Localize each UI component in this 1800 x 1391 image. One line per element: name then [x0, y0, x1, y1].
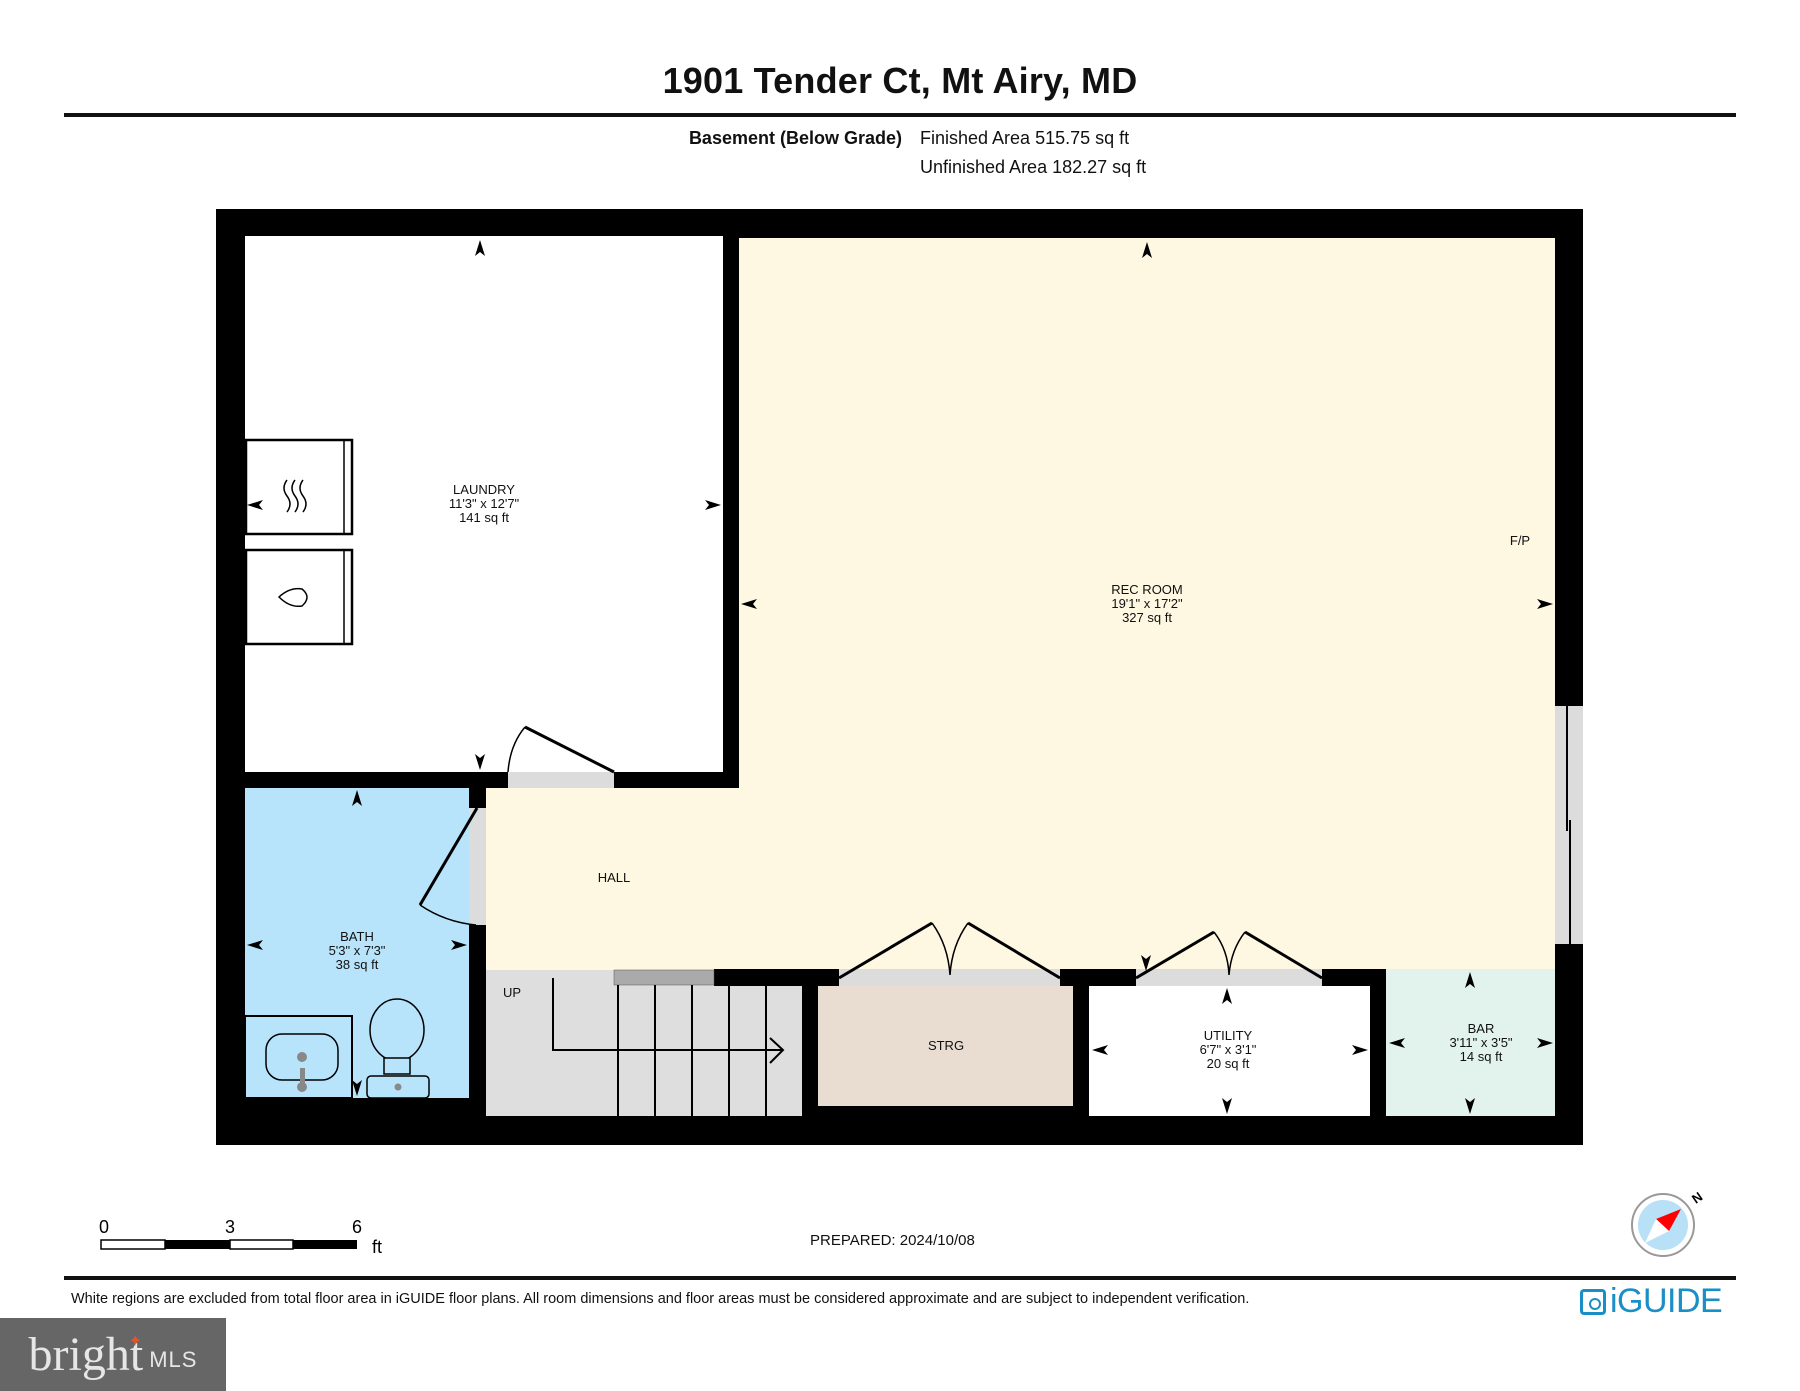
finished-area: Finished Area 515.75 sq ft	[920, 128, 1130, 148]
wall	[1370, 969, 1386, 1116]
washer-icon	[244, 548, 354, 646]
dimension-markers	[247, 240, 1553, 1114]
room-hall[interactable]	[486, 788, 756, 970]
room-bar[interactable]	[1386, 969, 1555, 1116]
laundry-door-leaf	[524, 725, 615, 774]
camera-icon	[1580, 1288, 1606, 1315]
door-swing	[931, 922, 969, 976]
north-label: N	[1689, 1189, 1705, 1207]
scale-bar: 0 3 6 ft	[99, 1217, 382, 1257]
utility-door-opening[interactable]	[1136, 969, 1322, 986]
hall-label: HALL	[598, 870, 631, 885]
bath-label: BATH	[340, 929, 374, 944]
door-swing	[419, 904, 477, 926]
bright-word: bright✦	[29, 1327, 144, 1382]
door-leaf	[838, 921, 933, 980]
utility-dims: 6'7" x 3'1"	[1200, 1042, 1257, 1057]
door-leaf	[1135, 930, 1215, 980]
door-swing	[1213, 931, 1246, 976]
wall	[245, 772, 739, 788]
scale-tick-0: 0	[99, 1217, 109, 1237]
bright-text: bright	[28, 1328, 144, 1381]
star-icon: ✦	[128, 1333, 142, 1350]
bath-dims: 5'3" x 7'3"	[329, 943, 386, 958]
wall	[1073, 969, 1089, 1116]
disclaimer-text: White regions are excluded from total fl…	[71, 1291, 1250, 1307]
scale-tick-3: 3	[225, 1217, 235, 1237]
door-leaf	[967, 921, 1061, 980]
stair-treads	[552, 978, 785, 1116]
header-divider	[64, 113, 1736, 117]
bar-area: 14 sq ft	[1460, 1049, 1503, 1064]
bath-area: 38 sq ft	[336, 957, 379, 972]
room-stairs[interactable]	[486, 970, 802, 1116]
scale-tick-6: 6	[352, 1217, 362, 1237]
storage-door-opening[interactable]	[839, 969, 1060, 986]
laundry-label: LAUNDRY	[453, 482, 515, 497]
dryer-icon	[244, 438, 354, 536]
unfinished-area: Unfinished Area 182.27 sq ft	[920, 157, 1147, 177]
bar-label: BAR	[1468, 1021, 1495, 1036]
utility-area: 20 sq ft	[1207, 1056, 1250, 1071]
storage-label: STRG	[928, 1038, 964, 1053]
footer-divider	[64, 1276, 1736, 1280]
rec-room-dims: 19'1" x 17'2"	[1111, 596, 1183, 611]
wall	[802, 969, 818, 1116]
scale-unit: ft	[372, 1237, 382, 1257]
sink-icon	[244, 1015, 353, 1099]
door-leaf	[1244, 930, 1323, 980]
prepared-date: PREPARED: 2024/10/08	[810, 1232, 975, 1249]
toilet-icon	[366, 998, 430, 1099]
door-swing	[507, 726, 526, 773]
stair-landing	[613, 969, 715, 986]
wall	[1060, 969, 1136, 986]
bath-door-leaf	[418, 807, 479, 906]
rec-room-label: REC ROOM	[1111, 582, 1183, 597]
laundry-area: 141 sq ft	[459, 510, 509, 525]
floor-level-label: Basement (Below Grade)	[688, 128, 902, 148]
laundry-dims: 11'3" x 12'7"	[449, 496, 520, 511]
bar-dims: 3'11" x 3'5"	[1449, 1035, 1512, 1050]
rec-room-area: 327 sq ft	[1122, 610, 1172, 625]
stairs-up-label: UP	[503, 985, 521, 1000]
property-address-title: 1901 Tender Ct, Mt Airy, MD	[662, 60, 1138, 101]
room-utility[interactable]	[1089, 986, 1370, 1116]
iguide-logo: iGUIDE	[1580, 1282, 1723, 1321]
utility-label: UTILITY	[1204, 1028, 1253, 1043]
room-storage[interactable]	[818, 986, 1073, 1106]
bath-door-opening[interactable]	[469, 808, 486, 925]
north-compass-icon: N	[1631, 1189, 1705, 1257]
wall	[714, 969, 839, 986]
laundry-door-opening[interactable]	[508, 772, 614, 788]
fireplace-label: F/P	[1510, 533, 1530, 548]
mls-text: MLS	[149, 1346, 198, 1372]
iguide-brand: iGUIDE	[1610, 1282, 1723, 1320]
room-rec-room[interactable]	[739, 238, 1555, 970]
bright-mls-watermark: bright✦ MLS	[0, 1318, 226, 1391]
